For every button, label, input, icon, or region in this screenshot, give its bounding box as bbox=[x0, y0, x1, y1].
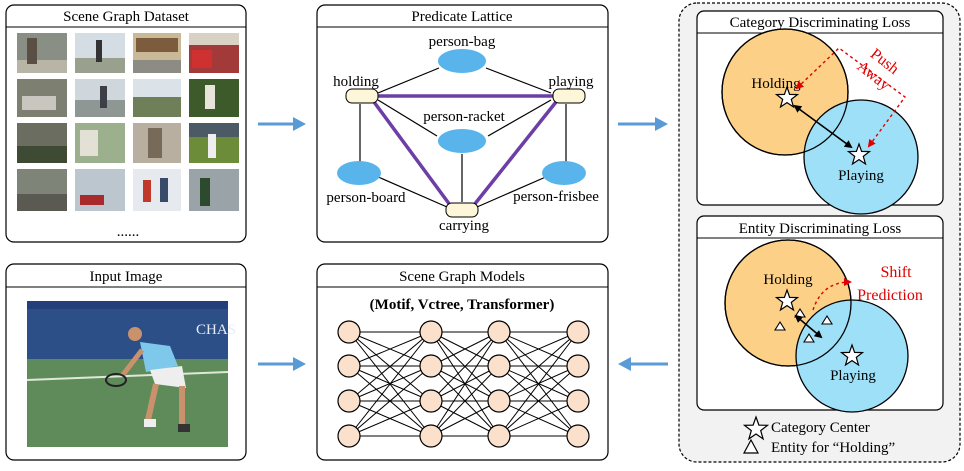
entity-loss-panel: Entity Discriminating Loss Holding Playi… bbox=[696, 215, 944, 413]
arrow-dataset-to-lattice bbox=[258, 117, 306, 131]
lattice-panel-title: Predicate Lattice bbox=[411, 9, 513, 25]
entity-node-person-board bbox=[337, 161, 381, 185]
lattice-highlight-triangle bbox=[372, 94, 558, 207]
entity-node-person-racket bbox=[438, 129, 486, 153]
entity-label-person-board: person-board bbox=[326, 190, 406, 206]
network-neuron bbox=[337, 424, 361, 448]
entity-label-person-frisbee: person-frisbee bbox=[513, 189, 599, 205]
entity-playing-center-star-icon bbox=[839, 343, 865, 367]
dataset-ellipsis: ...... bbox=[117, 224, 140, 240]
network-neuron bbox=[566, 354, 590, 378]
network-neuron bbox=[419, 354, 443, 378]
loss-panel: Category Discriminating Loss Holding Pla… bbox=[678, 2, 961, 463]
network-neuron bbox=[419, 320, 443, 344]
category-holding-label: Holding bbox=[751, 76, 801, 92]
legend-entity-label: Entity for “Holding” bbox=[771, 440, 895, 456]
network-neuron bbox=[337, 320, 361, 344]
shift-prediction-dashed-arrow bbox=[812, 278, 852, 311]
entity-label-person-bag: person-bag bbox=[429, 34, 496, 50]
legend-star-icon bbox=[742, 415, 770, 441]
models-panel-subtitle: (Motif, Vctree, Transformer) bbox=[370, 297, 555, 313]
category-loss-panel: Category Discriminating Loss Holding Pla… bbox=[696, 10, 944, 215]
network-connection bbox=[348, 365, 432, 437]
category-playing-label: Playing bbox=[838, 168, 884, 184]
network-connection bbox=[348, 400, 432, 437]
network-connection bbox=[430, 331, 500, 437]
input-image-panel: Input Image CHAS bbox=[5, 263, 247, 461]
dataset-thumbnail bbox=[133, 169, 181, 211]
models-panel: Scene Graph Models (Motif, Vctree, Trans… bbox=[316, 263, 609, 461]
dataset-thumbnail bbox=[189, 169, 239, 211]
network-neuron bbox=[487, 389, 511, 413]
dataset-panel-title: Scene Graph Dataset bbox=[63, 9, 190, 25]
entity-node-person-frisbee bbox=[542, 161, 586, 185]
network-neuron bbox=[337, 389, 361, 413]
predicate-node-holding bbox=[345, 88, 379, 104]
network-connection bbox=[430, 400, 500, 437]
legend: Category Center Entity for “Holding” bbox=[742, 415, 895, 456]
arrow-lattice-to-loss bbox=[618, 117, 668, 131]
network-neuron bbox=[566, 424, 590, 448]
entity-node-person-bag bbox=[438, 49, 486, 73]
legend-triangle-icon bbox=[742, 438, 760, 454]
network-neuron bbox=[487, 424, 511, 448]
network-connection bbox=[498, 331, 579, 402]
network-neuron bbox=[419, 389, 443, 413]
tennis-photo: CHAS bbox=[26, 301, 236, 447]
lattice-panel: Predicate Lattice person-bag holding pla… bbox=[316, 4, 609, 243]
flow-arrows bbox=[258, 117, 668, 371]
network-connection bbox=[498, 400, 579, 437]
network-neuron bbox=[487, 354, 511, 378]
network-connection bbox=[498, 331, 579, 437]
arrow-image-to-models bbox=[258, 357, 306, 371]
entity-loss-title: Entity Discriminating Loss bbox=[739, 221, 902, 237]
legend-category-center-label: Category Center bbox=[771, 420, 870, 436]
dataset-panel: Scene Graph Dataset bbox=[5, 4, 247, 243]
network-neuron bbox=[566, 320, 590, 344]
neural-network-nodes bbox=[337, 320, 590, 448]
push-away-dashed-line bbox=[795, 47, 906, 148]
entity-holding-center-star-icon bbox=[774, 288, 800, 312]
entity-triangle-icon bbox=[774, 320, 786, 331]
models-panel-title: Scene Graph Models bbox=[399, 269, 525, 285]
arrow-loss-to-models bbox=[618, 357, 668, 371]
network-neuron bbox=[566, 389, 590, 413]
predicate-node-carrying bbox=[445, 202, 479, 218]
network-connection bbox=[348, 331, 432, 367]
predicate-label-holding: holding bbox=[333, 74, 379, 90]
tennis-photo-banner-text: CHAS bbox=[196, 322, 236, 338]
network-connection bbox=[498, 331, 579, 367]
holding-center-star-icon bbox=[774, 85, 800, 109]
entity-label-person-racket: person-racket bbox=[423, 109, 505, 125]
network-neuron bbox=[487, 320, 511, 344]
dataset-thumbnail-grid bbox=[17, 33, 239, 211]
entity-distance-arrow bbox=[794, 314, 823, 339]
network-connection bbox=[430, 365, 500, 437]
network-connection bbox=[348, 331, 432, 437]
predicate-node-playing bbox=[552, 88, 586, 104]
input-image-title: Input Image bbox=[90, 269, 163, 285]
network-neuron bbox=[337, 354, 361, 378]
playing-center-star-icon bbox=[846, 142, 872, 166]
entity-triangle-icon bbox=[821, 314, 833, 325]
network-connection bbox=[430, 331, 500, 402]
shift-prediction-label-line2: Prediction bbox=[857, 287, 923, 304]
category-loss-title: Category Discriminating Loss bbox=[730, 15, 911, 31]
predicate-label-playing: playing bbox=[549, 74, 594, 90]
entity-playing-label: Playing bbox=[830, 368, 876, 384]
lattice-edges bbox=[359, 67, 567, 208]
entity-holding-label: Holding bbox=[763, 272, 813, 288]
predicate-label-carrying: carrying bbox=[439, 218, 489, 234]
shift-prediction-label-line1: Shift bbox=[880, 264, 912, 281]
network-neuron bbox=[419, 424, 443, 448]
network-connection bbox=[430, 331, 500, 367]
network-connection bbox=[348, 331, 432, 402]
network-connection bbox=[498, 365, 579, 437]
